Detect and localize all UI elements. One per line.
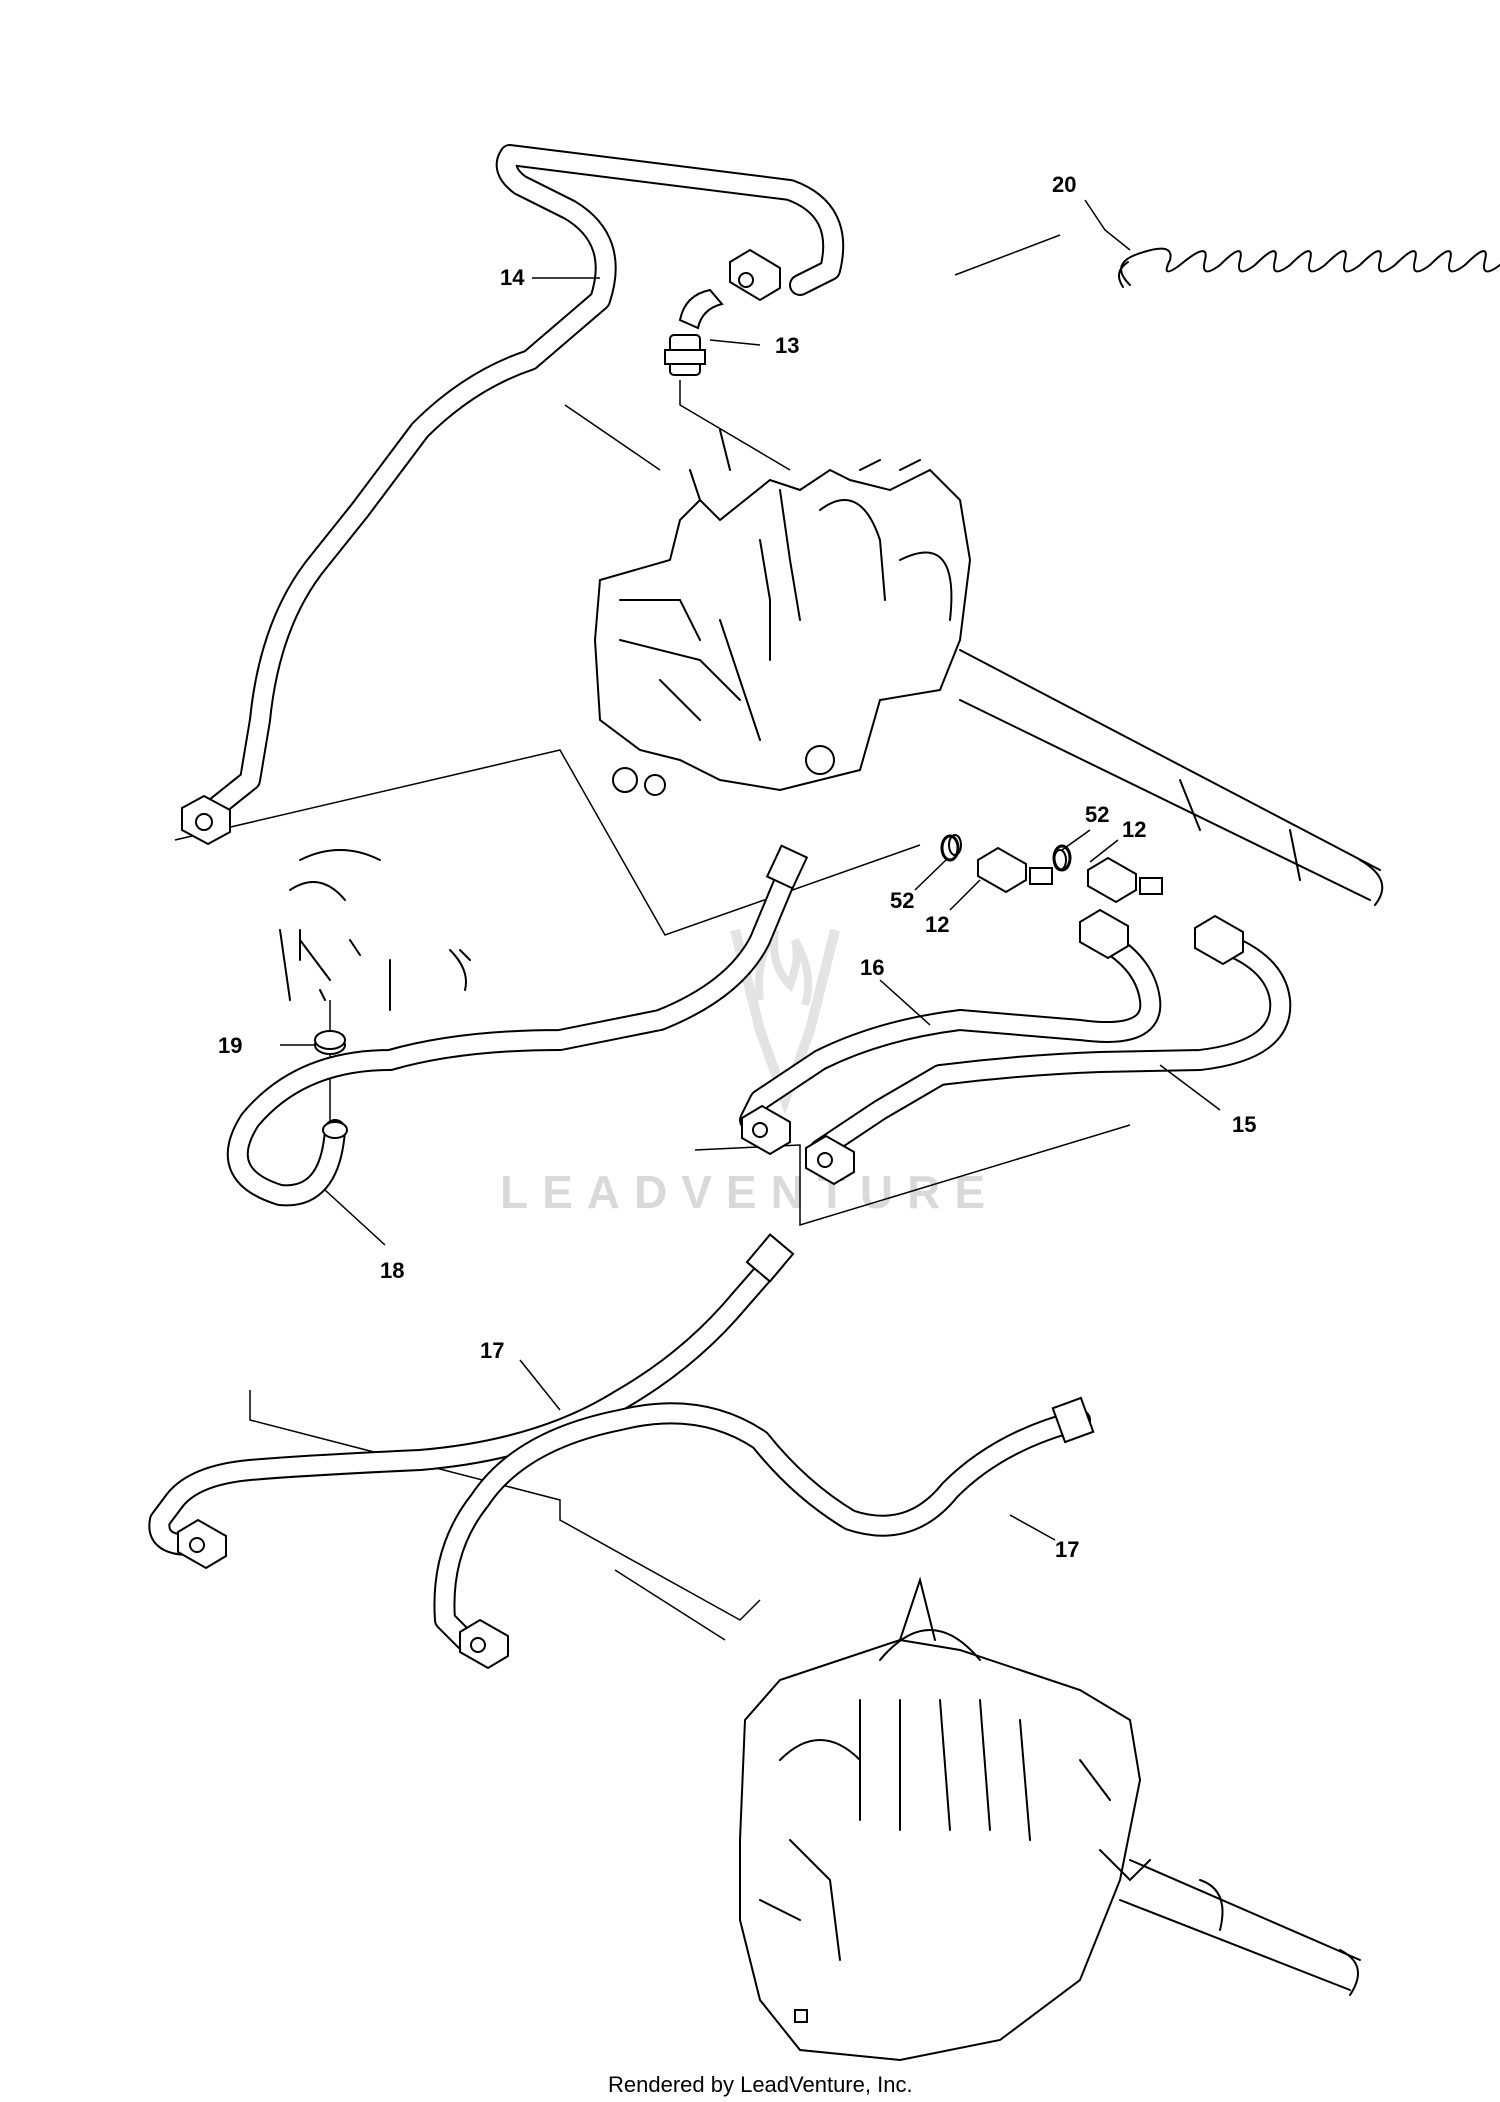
hose-15 (805, 914, 1292, 1186)
label-19: 19 (218, 1033, 242, 1058)
watermark: LEADVENTURE (500, 927, 999, 1218)
clamp-19 (314, 1030, 346, 1055)
spring-20 (1118, 247, 1500, 288)
label-17-lower: 17 (1055, 1537, 1079, 1562)
label-15: 15 (1232, 1112, 1256, 1137)
label-14: 14 (500, 265, 525, 290)
part-labels: 14 13 20 52 12 52 12 16 15 19 18 17 17 (218, 172, 1256, 1562)
hose-16 (739, 908, 1162, 1156)
label-16: 16 (860, 955, 884, 980)
reservoir (279, 849, 471, 1011)
label-17-upper: 17 (480, 1338, 504, 1363)
lower-transmission (739, 1576, 1361, 2062)
label-13: 13 (775, 333, 799, 358)
hose-14 (181, 144, 845, 846)
watermark-text: LEADVENTURE (500, 1166, 999, 1218)
hose-17a (148, 1233, 795, 1570)
label-12-left: 12 (925, 912, 949, 937)
label-52-left: 52 (890, 888, 914, 913)
leader-lines (174, 234, 1131, 1641)
label-52-right: 52 (1085, 802, 1109, 827)
footer-credit: Rendered by LeadVenture, Inc. (608, 2072, 913, 2097)
hose-18 (226, 844, 809, 1207)
hose-17b (433, 1396, 1095, 1670)
upper-pump (593, 429, 1384, 906)
label-12-right: 12 (1122, 817, 1146, 842)
fittings-12 (948, 834, 1163, 904)
o-rings-52 (940, 834, 1072, 872)
label-18: 18 (380, 1258, 404, 1283)
fitting-13 (664, 288, 724, 376)
label-20: 20 (1052, 172, 1076, 197)
